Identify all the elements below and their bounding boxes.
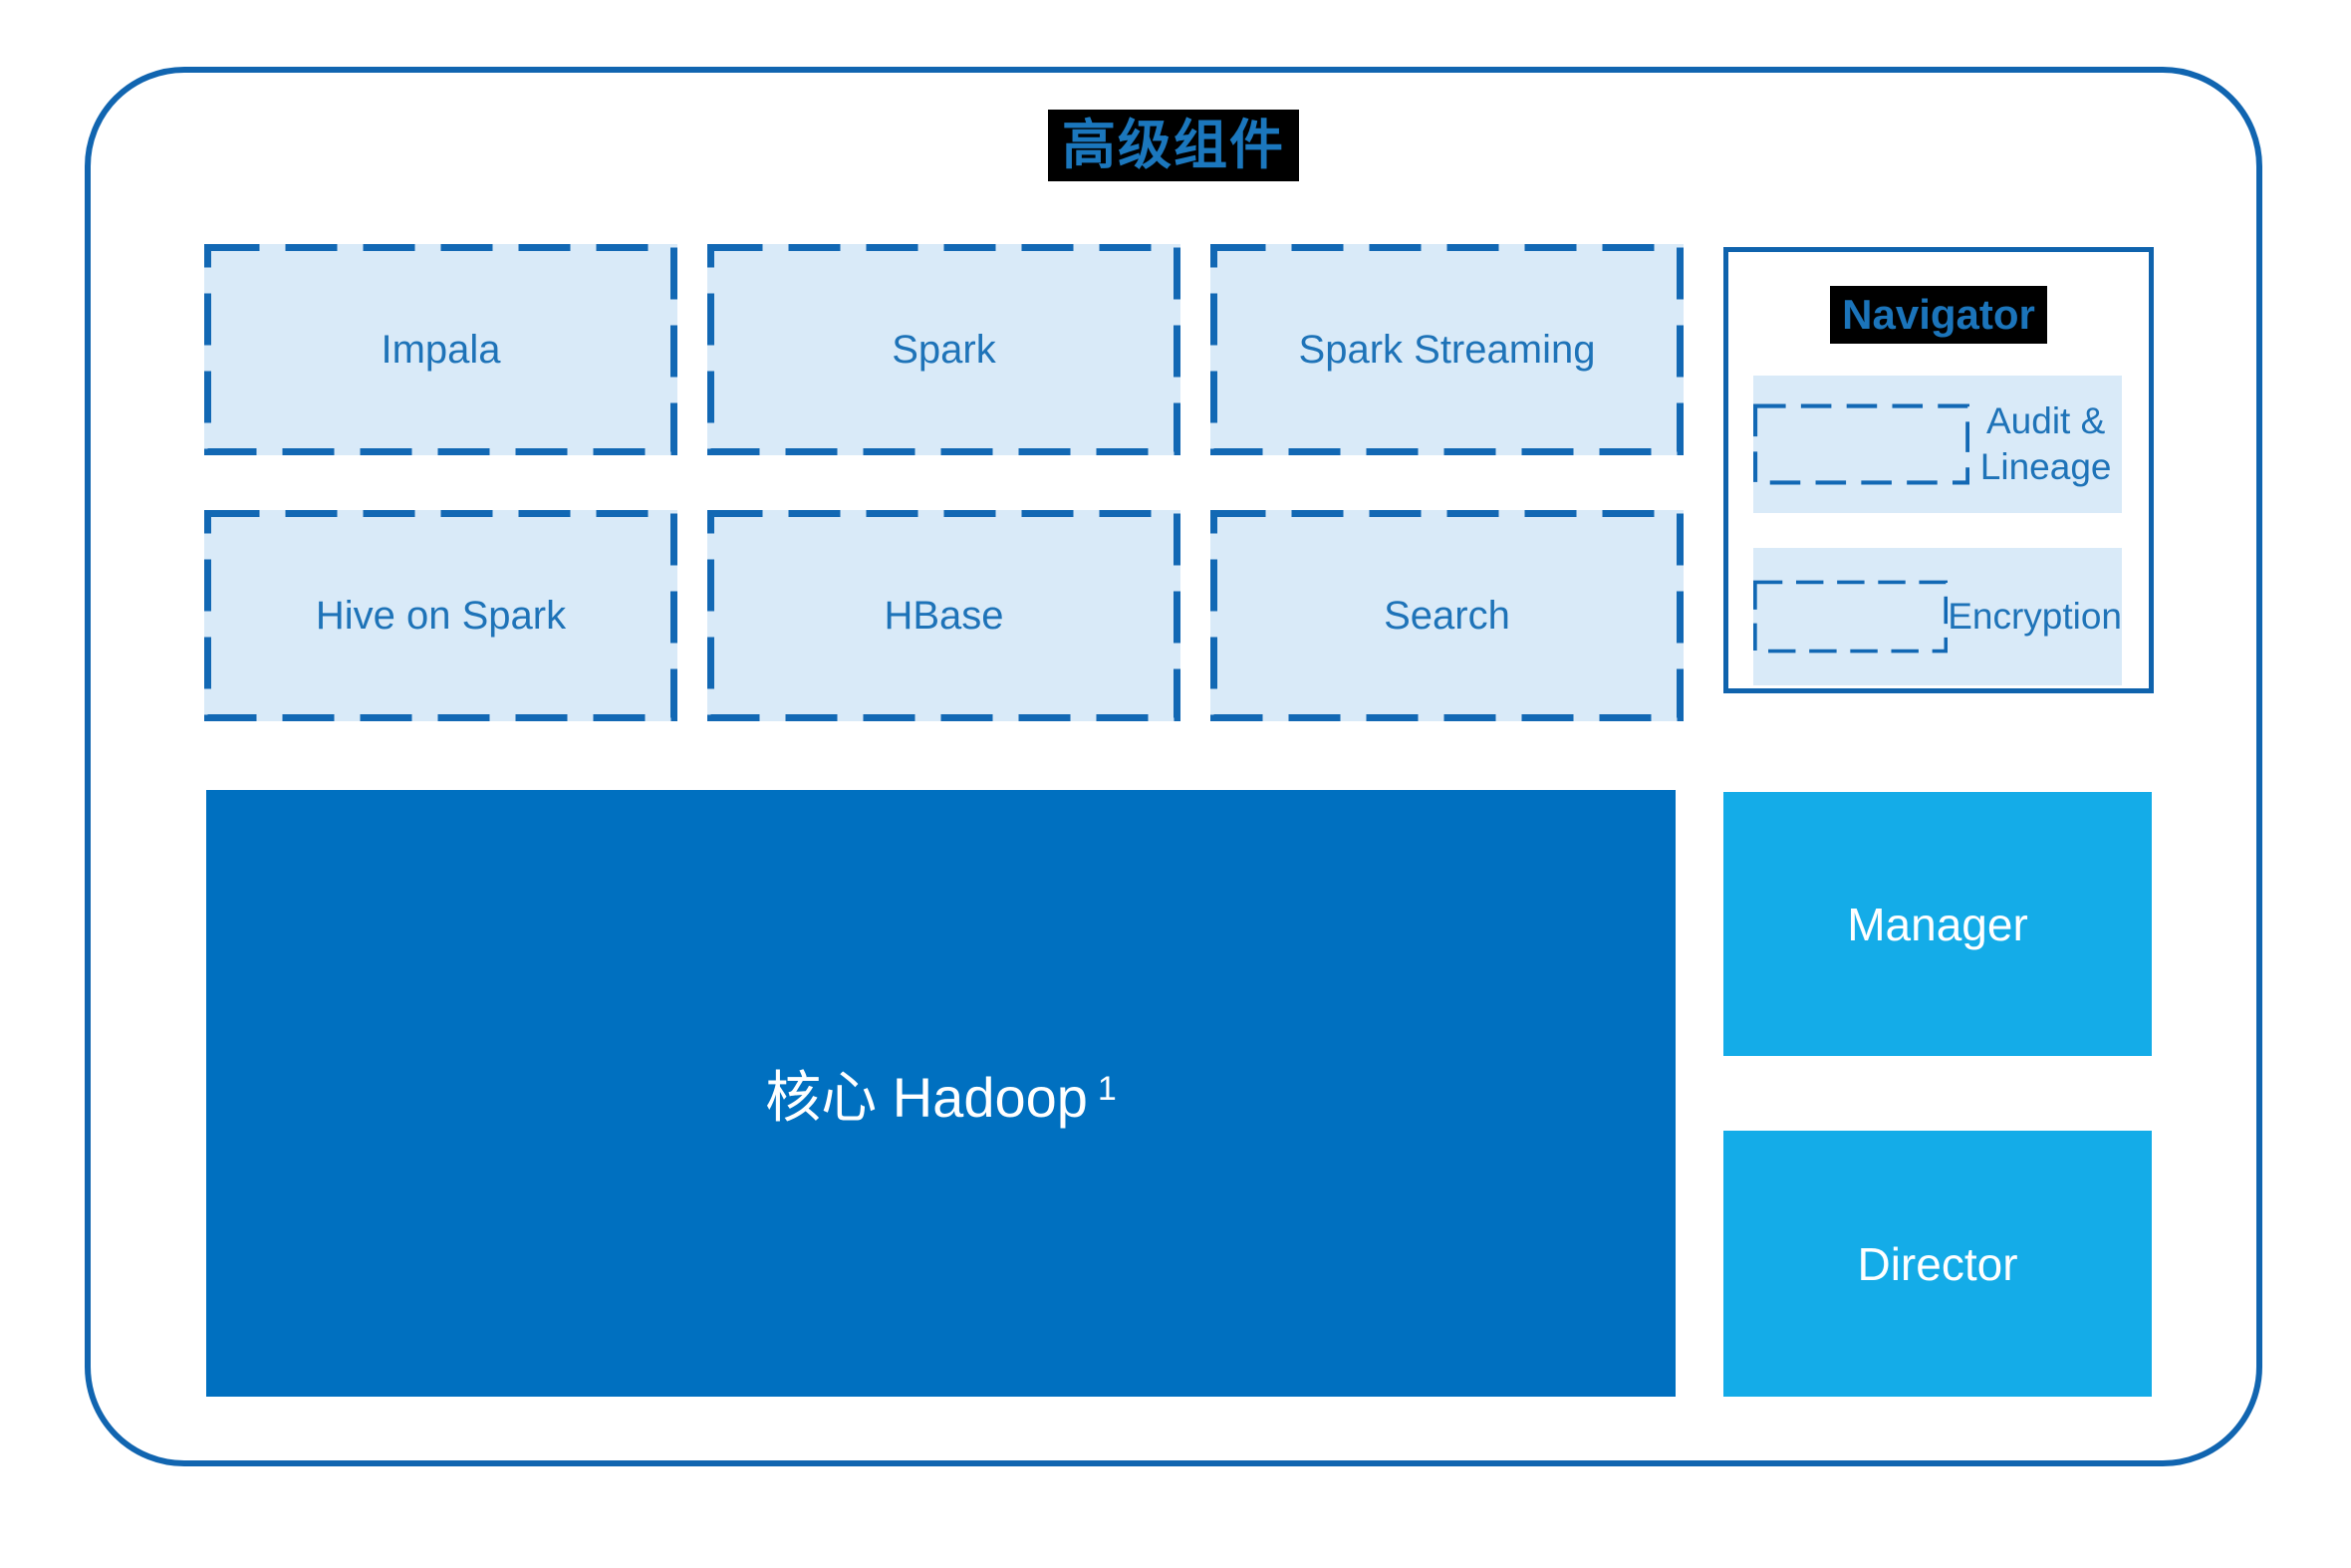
dashed-border <box>1210 244 1684 455</box>
dashed-border <box>1210 510 1684 721</box>
director-box: Director <box>1723 1131 2152 1397</box>
navigator-title-wrap: Navigator <box>1728 286 2149 344</box>
dashed-border <box>204 510 677 721</box>
navigator-panel: Navigator Audit & Lineage Encryption <box>1723 247 2154 693</box>
component-label: Spark <box>892 328 996 372</box>
manager-box: Manager <box>1723 792 2152 1056</box>
dashed-border <box>707 244 1180 455</box>
component-box-search: Search <box>1210 510 1684 721</box>
component-box-impala: Impala <box>204 244 677 455</box>
component-box-spark-streaming: Spark Streaming <box>1210 244 1684 455</box>
core-hadoop-label: 核心 Hadoop <box>765 1066 1088 1129</box>
component-label: Search <box>1384 594 1510 638</box>
component-label: HBase <box>884 594 1004 638</box>
component-label: Audit & Lineage <box>1979 399 2112 487</box>
core-hadoop-footnote-marker: 1 <box>1097 1070 1117 1108</box>
page-title: 高级组件 <box>1048 110 1299 182</box>
component-label: Spark Streaming <box>1298 328 1596 372</box>
dashed-border <box>204 244 677 455</box>
dashed-border <box>1753 580 1949 653</box>
director-label: Director <box>1857 1237 2018 1290</box>
manager-label: Manager <box>1847 898 2028 950</box>
component-box-spark: Spark <box>707 244 1180 455</box>
navigator-title: Navigator <box>1830 286 2047 344</box>
component-box-hbase: HBase <box>707 510 1180 721</box>
page-title-wrap: 高级组件 <box>85 110 2262 182</box>
component-label: Impala <box>381 328 501 372</box>
component-box-hive-on-spark: Hive on Spark <box>204 510 677 721</box>
component-box-encryption: Encryption <box>1753 548 2122 685</box>
component-box-audit-lineage: Audit & Lineage <box>1753 376 2122 513</box>
component-label: Encryption <box>1948 595 2122 637</box>
dashed-border <box>707 510 1180 721</box>
dashed-border <box>1753 403 1970 485</box>
component-label: Hive on Spark <box>315 594 567 638</box>
